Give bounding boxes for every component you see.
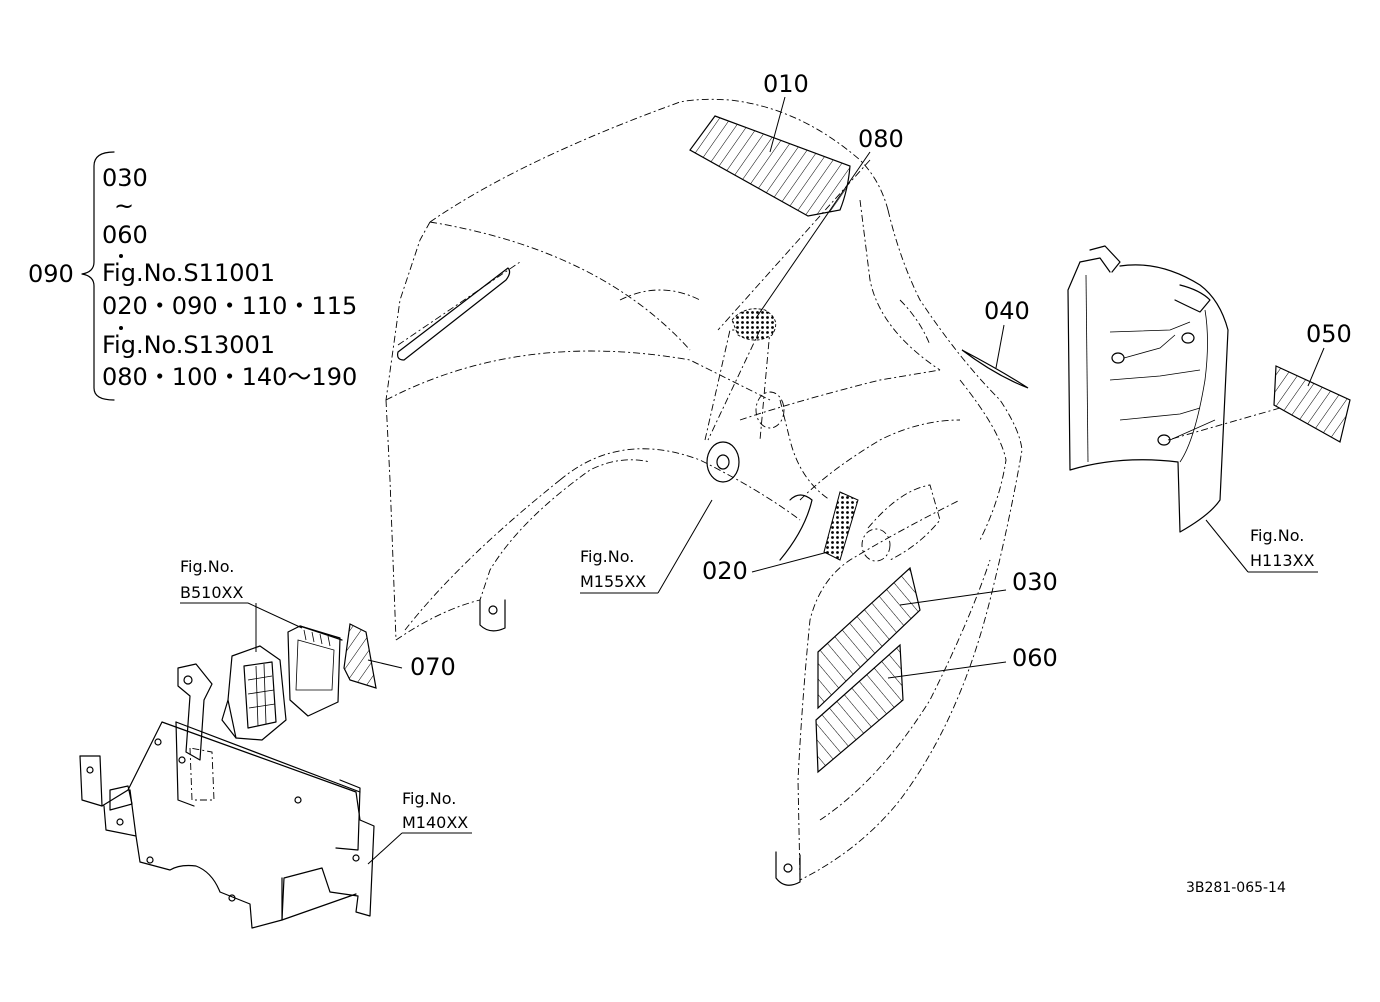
- fig-ref-m155-top: Fig.No.: [580, 547, 634, 566]
- controller-unit: [177, 625, 343, 761]
- side-panel: [1067, 245, 1229, 533]
- decal-020: [823, 491, 859, 561]
- decal-070: [343, 623, 377, 689]
- bracket-group: 090 030 ~ 060 Fig.No.S11001 020・090・110・…: [28, 151, 357, 401]
- decal-050: [1273, 365, 1351, 443]
- part-label-070: 070: [410, 653, 456, 681]
- bracket-line-2: ~: [114, 192, 134, 220]
- bracket-line-4: Fig.No.S11001: [102, 259, 275, 287]
- decal-030: [817, 566, 921, 710]
- bullet-dot: [119, 326, 123, 330]
- fig-ref-m140-bottom: M140XX: [402, 813, 468, 832]
- leader-lines: [180, 96, 1325, 865]
- fig-ref-h113-bottom: H113XX: [1250, 551, 1315, 570]
- bullet-dot: [119, 254, 123, 258]
- decal-080: [731, 308, 777, 341]
- drawing-number: 3B281-065-14: [1186, 880, 1286, 896]
- fig-ref-h113-top: Fig.No.: [1250, 526, 1304, 545]
- bracket-line-6: Fig.No.S13001: [102, 331, 275, 359]
- bracket-line-1: 030: [102, 164, 148, 192]
- fig-ref-m155-bottom: M155XX: [580, 572, 646, 591]
- part-label-080: 080: [858, 125, 904, 153]
- fig-ref-m140-top: Fig.No.: [402, 789, 456, 808]
- bracket-group-label: 090: [28, 260, 74, 288]
- fig-ref-b510-bottom: B510XX: [180, 583, 243, 602]
- decal-010: [689, 115, 851, 217]
- part-label-060: 060: [1012, 644, 1058, 672]
- base-bracket: [79, 721, 375, 929]
- decal-060: [815, 643, 904, 774]
- part-label-040: 040: [984, 297, 1030, 325]
- bracket-line-3: 060: [102, 221, 148, 249]
- part-label-020: 020: [702, 557, 748, 585]
- part-label-010: 010: [763, 70, 809, 98]
- decal-040: [961, 349, 1029, 389]
- fig-ref-b510-top: Fig.No.: [180, 557, 234, 576]
- bracket-line-7: 080・100・140～190: [102, 363, 357, 391]
- bracket-line-5: 020・090・110・115: [102, 292, 357, 320]
- main-hood-cover: [385, 98, 1023, 886]
- part-label-030: 030: [1012, 568, 1058, 596]
- part-label-050: 050: [1306, 320, 1352, 348]
